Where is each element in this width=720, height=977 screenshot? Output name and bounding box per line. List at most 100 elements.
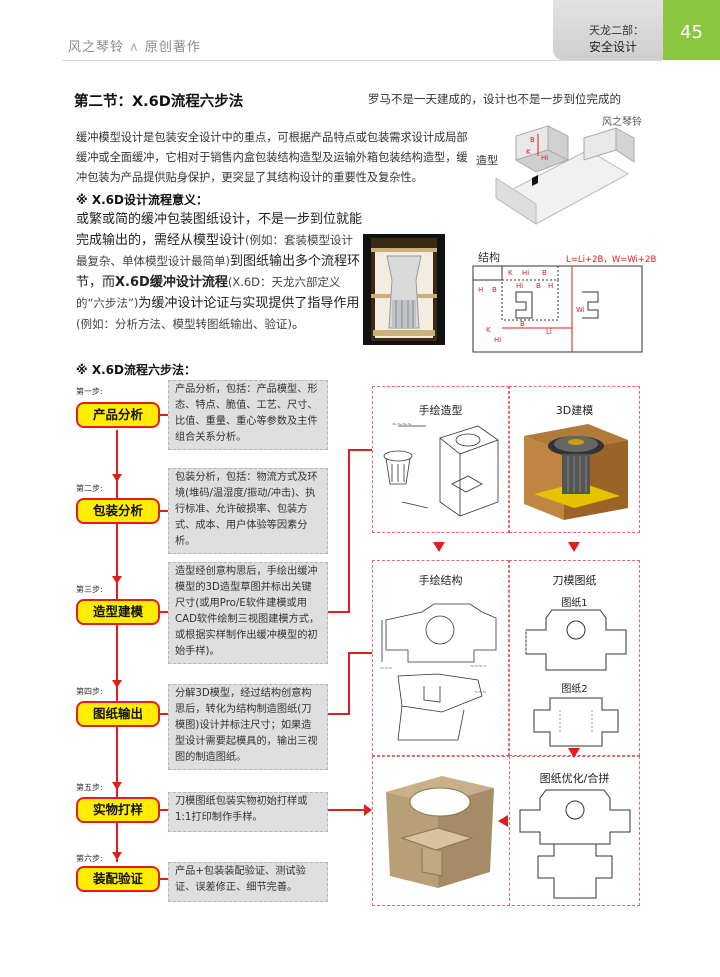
panel-3d-model (509, 386, 640, 533)
svg-text:H: H (478, 286, 483, 294)
meaning-paragraph: 或繁或简的缓冲包装图纸设计，不是一步到位就能完成输出的，需经从模型设计(例如：套… (76, 210, 362, 335)
model-label: 造型 (476, 154, 498, 167)
step-5-number: 第五步: (76, 783, 103, 792)
meaning-note-1: (例如：套装模型设计最复杂、单体模型设计最简单) (76, 233, 354, 268)
sample-photo (386, 776, 494, 888)
hand-structure-title: 手绘结构 (418, 574, 463, 587)
drawing-1-label: 图纸1 (561, 598, 588, 609)
brand-sub: 原创著作 (144, 40, 201, 55)
optimized-drawing (519, 789, 631, 899)
flat-structure-diagram: K Hi B H B Hi B H Wi B Li K Hi (472, 265, 643, 353)
hand-model-title: 手绘造型 (418, 404, 463, 417)
step-6-button[interactable]: 装配验证 (76, 866, 160, 892)
section-title: 第二节：X.6D流程六步法 (74, 94, 244, 110)
arrow-down-icon (112, 576, 122, 584)
step-1-button[interactable]: 产品分析 (76, 402, 160, 428)
meaning-bold: X.6D缓冲设计流程 (115, 275, 228, 290)
meaning-end: 。 (291, 317, 305, 332)
connector (348, 449, 372, 451)
die-drawing-2 (533, 697, 619, 747)
meaning-text-2: 到图纸输出多个流程环节，而 (76, 254, 361, 290)
flow-line (116, 430, 118, 862)
connector (160, 878, 168, 880)
svg-text:Hi: Hi (516, 282, 523, 290)
step-2-button[interactable]: 包装分析 (76, 498, 160, 524)
svg-text:Hi: Hi (522, 269, 529, 277)
panel-sample (372, 756, 640, 906)
arrow-left-icon (498, 815, 508, 827)
brand-name: 风之琴铃 (68, 40, 125, 55)
arrow-down-icon (112, 852, 122, 860)
step-6-number: 第六步: (76, 854, 103, 863)
formula: L=Li+2B，W=Wi+2B (566, 255, 657, 265)
drawing-2-label: 图纸2 (561, 684, 588, 695)
connector (328, 713, 348, 715)
svg-text:B: B (536, 282, 541, 290)
meaning-text-3: 为缓冲设计论证与实现提供了指导作用 (138, 296, 360, 311)
svg-text:K: K (486, 326, 491, 334)
step-4-number: 第四步: (76, 687, 103, 696)
meaning-heading: ※ X.6D设计流程意义： (76, 193, 208, 207)
model-3d-render (524, 424, 628, 520)
arrow-down-icon (112, 680, 122, 688)
svg-text:B: B (520, 320, 525, 328)
step-5-button[interactable]: 实物打样 (76, 797, 160, 823)
meaning-note-2: (X.6D：天龙六部定义的“六步法”) (76, 275, 341, 310)
svg-text:K: K (508, 269, 513, 277)
svg-text:~~~~: ~~~~ (470, 664, 487, 670)
arrow-down-icon (112, 474, 122, 482)
svg-text:K: K (526, 148, 531, 156)
connector (160, 611, 168, 613)
structure-label: 结构 (478, 251, 500, 264)
step-1-desc: 产品分析，包括：产品模型、形态、特点、脆值、工艺、尺寸、比值、重量、重心等参数及… (168, 380, 328, 450)
svg-text:B: B (492, 286, 497, 294)
header-rule (62, 60, 662, 61)
svg-text:H: H (548, 282, 553, 290)
page-number: 45 (663, 0, 720, 60)
hand-structure-sketch: ~~~ ~~~~ ~~~ (380, 603, 497, 741)
meaning-text-1: 或繁或简的缓冲包装图纸设计，不是一步到位就能完成输出的，需经从模型设计 (76, 212, 363, 248)
arrow-down-icon (568, 542, 580, 552)
step-2-desc: 包装分析，包括：物流方式及环境(堆码/温湿度/振动/冲击)、执行标准、允许破损率… (168, 468, 328, 554)
svg-text:Wi: Wi (576, 306, 585, 314)
svg-text:Hi: Hi (494, 336, 501, 344)
wave-icon: ∧ (129, 40, 140, 55)
connector (328, 611, 348, 613)
svg-text:B: B (530, 136, 535, 144)
connector (348, 449, 350, 613)
step-3-number: 第三步: (76, 585, 103, 594)
step-3-button[interactable]: 造型建模 (76, 599, 160, 625)
connector (160, 809, 168, 811)
die-drawing-title: 刀模图纸 (552, 574, 597, 587)
panel-hand-structure (372, 560, 509, 756)
svg-text:Hi: Hi (541, 154, 548, 162)
quote-author: 风之琴铃 (602, 117, 642, 128)
hand-sketch: ~~~~ (383, 421, 499, 517)
intro-paragraph: 缓冲模型设计是包装安全设计中的重点，可根据产品特点或包装需求设计成局部缓冲或全面… (76, 131, 468, 184)
connector (160, 414, 168, 416)
optimize-title: 图纸优化/合拼 (539, 772, 610, 785)
arrow-right-icon (364, 804, 372, 816)
arrow-down-icon (568, 748, 580, 758)
step-4-button[interactable]: 图纸输出 (76, 701, 160, 727)
steps-heading: ※ X.6D流程六步法： (76, 363, 196, 377)
step-4-desc: 分解3D模型，经过结构创意构思后，转化为结构制造图纸(刀模图)设计并标注尺寸；如… (168, 684, 328, 770)
quote: 罗马不是一天建成的，设计也不是一步到位完成的 (368, 92, 621, 106)
connector (328, 809, 364, 811)
svg-text:B: B (542, 269, 547, 277)
model-3d-title: 3D建模 (555, 404, 594, 417)
brand-header: 风之琴铃 ∧ 原创著作 (68, 36, 201, 55)
svg-text:~~~: ~~~ (474, 690, 487, 696)
arrow-down-icon (433, 542, 445, 552)
connector (160, 713, 168, 715)
connector (348, 652, 350, 715)
chapter-line1: 天龙二部： (589, 24, 644, 37)
step-6-desc: 产品+包装装配验证、测试验证、误差修正、细节完善。 (168, 862, 328, 902)
connector (348, 652, 372, 654)
svg-text:~~~~: ~~~~ (392, 421, 412, 428)
panel-hand-model (372, 386, 509, 533)
connector (160, 510, 168, 512)
die-drawing-1 (525, 609, 627, 671)
step-3-desc: 造型经创意构思后，手绘出缓冲模型的3D造型草图并标出关键尺寸(或用Pro/E软件… (168, 562, 328, 664)
box-3d-diagram: B K Hi (495, 125, 635, 225)
